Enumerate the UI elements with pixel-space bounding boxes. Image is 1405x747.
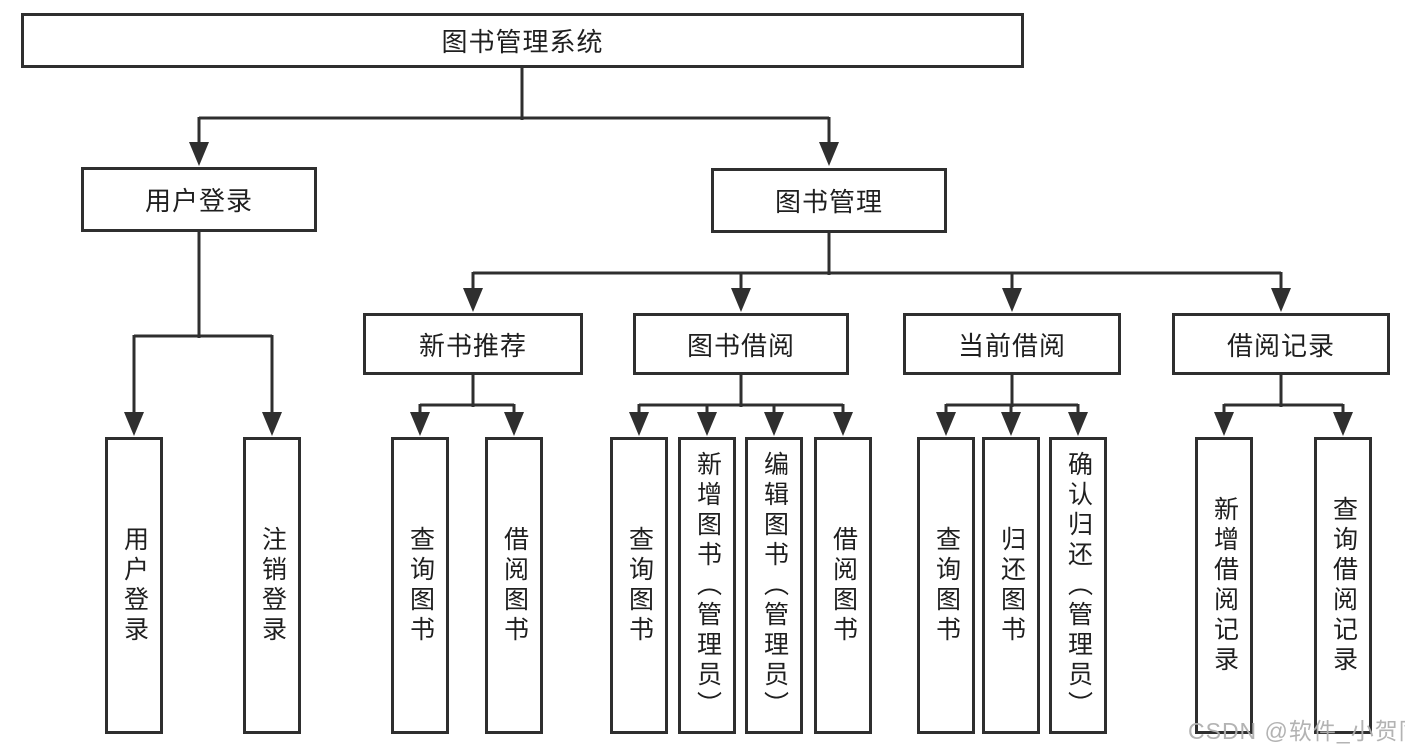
leaf-query-borrow-record: 查询借阅记录 <box>1314 437 1372 734</box>
leaf-query-books-1: 查询图书 <box>391 437 449 734</box>
leaf-add-borrow-record: 新增借阅记录 <box>1195 437 1253 734</box>
node-user-login: 用户登录 <box>81 167 317 232</box>
node-root: 图书管理系统 <box>21 13 1024 68</box>
leaf-return-books: 归还图书 <box>982 437 1040 734</box>
leaf-edit-books-admin: 编辑图书（管理员） <box>745 437 803 734</box>
leaf-confirm-return-admin: 确认归还（管理员） <box>1049 437 1107 734</box>
leaf-borrow-books-2: 借阅图书 <box>814 437 872 734</box>
leaf-user-login: 用户登录 <box>105 437 163 734</box>
leaf-query-books-3: 查询图书 <box>917 437 975 734</box>
leaf-logout: 注销登录 <box>243 437 301 734</box>
node-new-book-recommendation: 新书推荐 <box>363 313 583 375</box>
csdn-watermark: CSDN @软件_小贺同学 <box>1188 718 1405 744</box>
node-current-borrowing: 当前借阅 <box>903 313 1121 375</box>
leaf-query-books-2: 查询图书 <box>610 437 668 734</box>
leaf-add-books-admin: 新增图书（管理员） <box>678 437 736 734</box>
leaf-borrow-books-1: 借阅图书 <box>485 437 543 734</box>
node-book-management: 图书管理 <box>711 168 947 233</box>
node-borrowing-records: 借阅记录 <box>1172 313 1390 375</box>
node-book-borrowing: 图书借阅 <box>633 313 849 375</box>
